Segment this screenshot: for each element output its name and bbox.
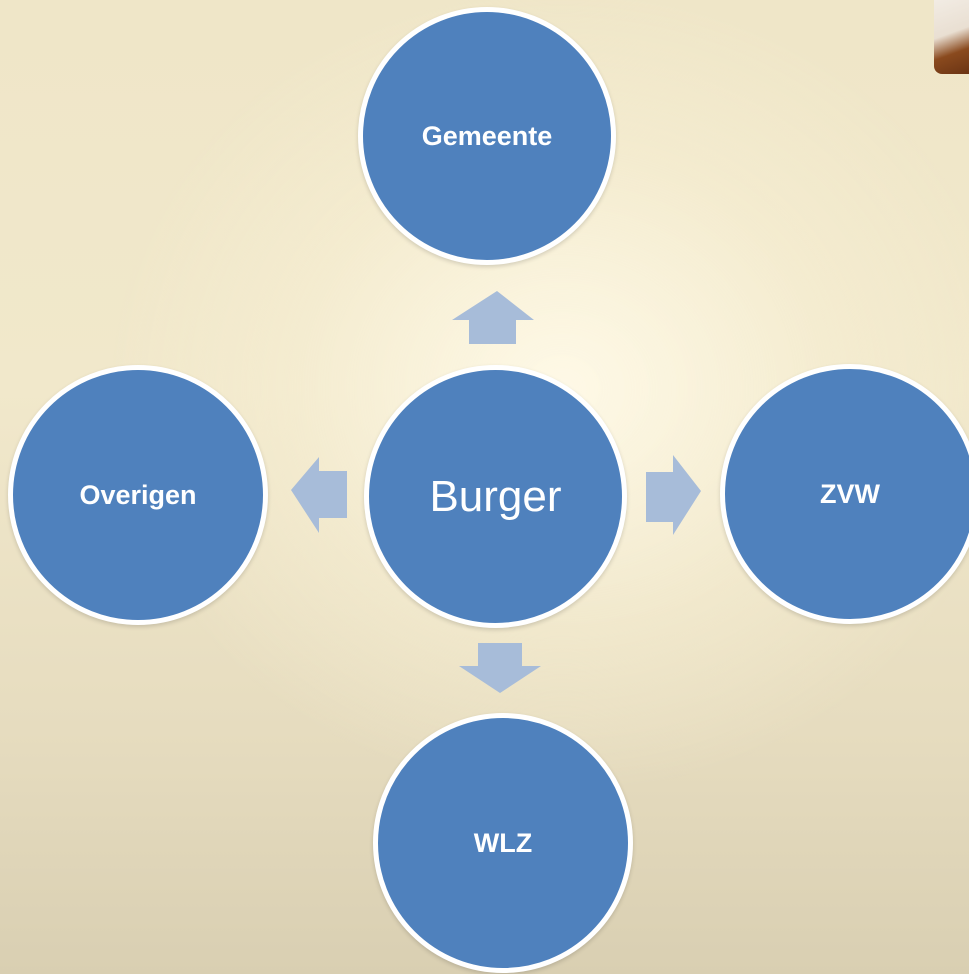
node-label-burger: Burger [429,471,562,521]
arrow-left [291,457,347,533]
arrow-down [459,643,541,693]
corner-photo-fragment [934,0,969,74]
node-label-wlz: WLZ [473,827,533,858]
node-label-overigen: Overigen [79,479,197,510]
arrow-up [452,291,534,344]
node-wlz: WLZ [373,713,633,973]
node-label-gemeente: Gemeente [421,120,553,151]
node-overigen: Overigen [8,365,268,625]
node-gemeente: Gemeente [358,7,616,265]
node-burger-center: Burger [364,365,627,628]
node-zvw: ZVW [720,364,969,624]
arrow-right [646,455,701,535]
node-label-zvw: ZVW [820,478,880,509]
